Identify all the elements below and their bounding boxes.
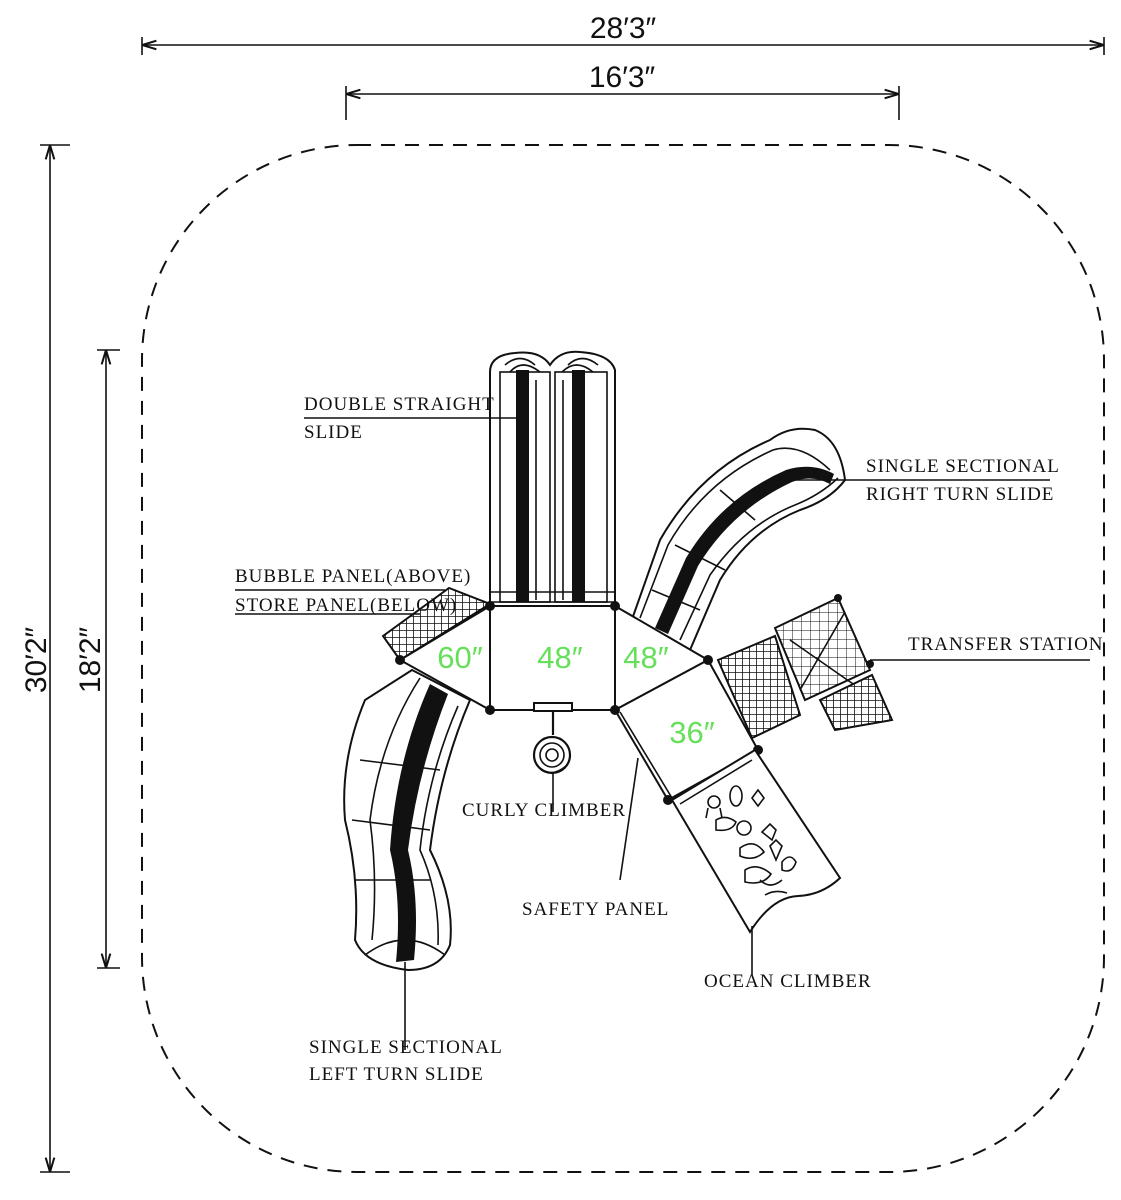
curly-climber <box>532 702 573 775</box>
deck-center <box>489 605 616 711</box>
ocean-climber <box>670 748 842 934</box>
overall-width-label: 28′3″ <box>590 12 657 45</box>
label-safety-panel: SAFETY PANEL <box>522 899 669 920</box>
deck-height-left: 60″ <box>437 640 482 675</box>
svg-text:SINGLE SECTIONAL: SINGLE SECTIONAL <box>866 456 1060 477</box>
safety-panel-marker <box>619 757 639 881</box>
svg-text:SINGLE SECTIONAL: SINGLE SECTIONAL <box>309 1037 503 1058</box>
transfer-station <box>716 594 894 740</box>
label-transfer-station: TRANSFER STATION <box>870 634 1104 661</box>
svg-text:STORE PANEL(BELOW): STORE PANEL(BELOW) <box>235 595 457 616</box>
label-single-sectional-left: SINGLE SECTIONAL LEFT TURN SLIDE <box>309 962 503 1085</box>
label-curly-climber: CURLY CLIMBER <box>462 773 626 821</box>
label-single-sectional-right: SINGLE SECTIONAL RIGHT TURN SLIDE <box>770 456 1060 505</box>
deck-height-center: 48″ <box>537 640 582 675</box>
svg-text:OCEAN CLIMBER: OCEAN CLIMBER <box>704 971 872 992</box>
double-straight-slide <box>489 350 616 609</box>
overall-depth-dimension: 30′2″ <box>20 144 70 1173</box>
svg-text:SAFETY PANEL: SAFETY PANEL <box>522 899 669 920</box>
label-ocean-climber: OCEAN CLIMBER <box>704 926 872 992</box>
overall-depth-label: 30′2″ <box>20 626 53 693</box>
label-double-straight-slide: DOUBLE STRAIGHT SLIDE <box>304 394 528 443</box>
svg-text:RIGHT TURN SLIDE: RIGHT TURN SLIDE <box>866 484 1054 505</box>
svg-text:SLIDE: SLIDE <box>304 422 363 443</box>
svg-text:LEFT TURN SLIDE: LEFT TURN SLIDE <box>309 1064 484 1085</box>
single-sectional-left-turn-slide <box>343 668 472 972</box>
svg-text:TRANSFER STATION: TRANSFER STATION <box>908 634 1104 655</box>
deck-height-right: 48″ <box>623 640 668 675</box>
label-bubble-store-panel: BUBBLE PANEL(ABOVE) STORE PANEL(BELOW) <box>235 566 471 616</box>
platform-depth-label: 18′2″ <box>74 626 107 693</box>
use-zone-boundary <box>141 144 1105 1173</box>
svg-text:BUBBLE PANEL(ABOVE): BUBBLE PANEL(ABOVE) <box>235 566 471 587</box>
deck-height-lower: 36″ <box>669 715 714 750</box>
svg-text:DOUBLE STRAIGHT: DOUBLE STRAIGHT <box>304 394 495 415</box>
platform-width-label: 16′3″ <box>589 61 656 94</box>
platform-depth-dimension: 18′2″ <box>74 349 120 969</box>
svg-text:CURLY CLIMBER: CURLY CLIMBER <box>462 800 626 821</box>
single-sectional-right-turn-slide <box>628 427 847 652</box>
platform-width-dimension: 16′3″ <box>345 61 900 120</box>
overall-width-dimension: 28′3″ <box>141 12 1105 55</box>
decks <box>395 601 763 805</box>
ocean-climber-figures <box>705 785 797 896</box>
